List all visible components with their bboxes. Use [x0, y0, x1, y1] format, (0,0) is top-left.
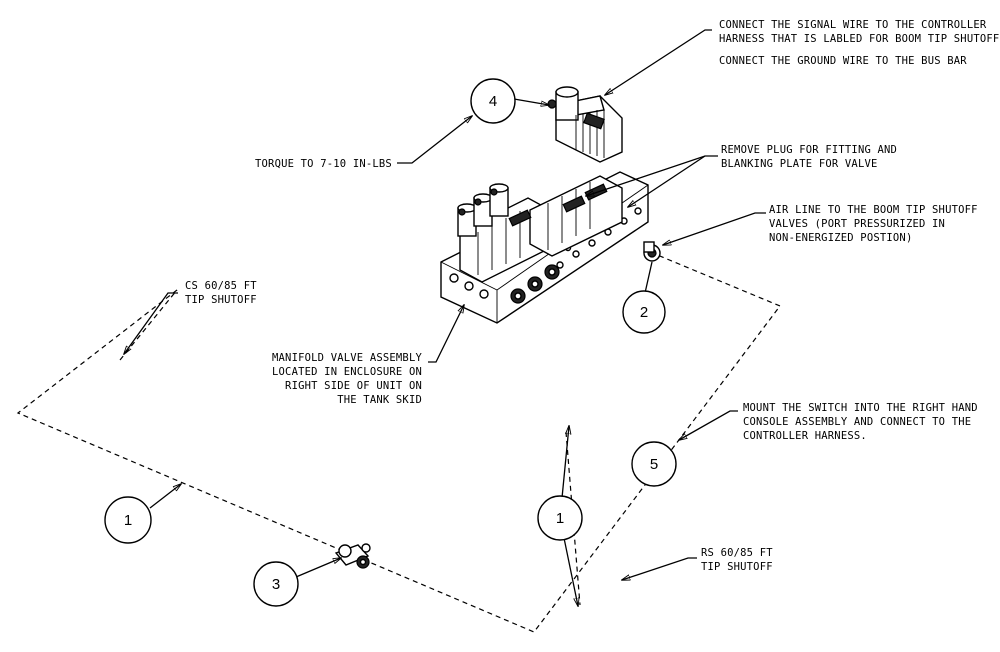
svg-text:5: 5 [650, 456, 658, 473]
svg-text:1: 1 [556, 510, 564, 527]
callout-1-left: 1 [104, 496, 152, 544]
svg-text:TIP SHUTOFF: TIP SHUTOFF [185, 294, 257, 306]
svg-text:4: 4 [489, 93, 497, 110]
svg-text:LOCATED IN ENCLOSURE ON: LOCATED IN ENCLOSURE ON [272, 366, 422, 378]
note-manifold: MANIFOLD VALVE ASSEMBLY LOCATED IN ENCLO… [272, 352, 422, 406]
leader-lines [124, 29, 766, 606]
svg-text:CONTROLLER HARNESS.: CONTROLLER HARNESS. [743, 430, 867, 442]
manifold-valve-assembly [440, 171, 649, 324]
note-signal-wire: CONNECT THE SIGNAL WIRE TO THE CONTROLLE… [719, 19, 999, 45]
tee-fitting-part [334, 543, 371, 569]
note-mount-switch: MOUNT THE SWITCH INTO THE RIGHT HAND CON… [743, 402, 978, 442]
svg-text:HARNESS THAT IS LABLED FOR BOO: HARNESS THAT IS LABLED FOR BOOM TIP SHUT… [719, 33, 999, 45]
callout-3: 3 [253, 561, 299, 607]
svg-text:AIR LINE TO THE BOOM TIP SHUTO: AIR LINE TO THE BOOM TIP SHUTOFF [769, 204, 978, 216]
svg-text:MOUNT THE SWITCH INTO THE RIGH: MOUNT THE SWITCH INTO THE RIGHT HAND [743, 402, 978, 414]
svg-text:CONNECT THE SIGNAL WIRE TO THE: CONNECT THE SIGNAL WIRE TO THE CONTROLLE… [719, 19, 987, 31]
note-air-line: AIR LINE TO THE BOOM TIP SHUTOFF VALVES … [769, 204, 978, 244]
svg-text:BLANKING PLATE FOR VALVE: BLANKING PLATE FOR VALVE [721, 158, 878, 170]
svg-text:THE TANK SKID: THE TANK SKID [337, 394, 422, 406]
svg-text:3: 3 [272, 576, 280, 593]
note-torque: TORQUE TO 7-10 IN-LBS [255, 158, 392, 170]
note-cs-tip-shutoff: CS 60/85 FT TIP SHUTOFF [185, 280, 257, 306]
svg-text:2: 2 [640, 304, 648, 321]
note-rs-tip-shutoff: RS 60/85 FT TIP SHUTOFF [701, 547, 773, 573]
callout-1-right: 1 [537, 495, 583, 541]
solenoid-valve-part [547, 86, 623, 163]
note-ground-wire: CONNECT THE GROUND WIRE TO THE BUS BAR [719, 55, 967, 67]
svg-text:CONSOLE ASSEMBLY AND CONNECT T: CONSOLE ASSEMBLY AND CONNECT TO THE [743, 416, 971, 428]
svg-text:RIGHT SIDE OF UNIT ON: RIGHT SIDE OF UNIT ON [285, 380, 422, 392]
svg-text:MANIFOLD VALVE ASSEMBLY: MANIFOLD VALVE ASSEMBLY [272, 352, 422, 364]
callout-4: 4 [470, 78, 516, 124]
callout-2: 2 [622, 290, 666, 334]
svg-text:NON-ENERGIZED POSTION): NON-ENERGIZED POSTION) [769, 232, 912, 244]
air-line-loop [16, 253, 781, 633]
svg-text:REMOVE PLUG FOR FITTING AND: REMOVE PLUG FOR FITTING AND [721, 144, 897, 156]
callout-5: 5 [631, 441, 677, 487]
svg-text:RS 60/85 FT: RS 60/85 FT [701, 547, 773, 559]
note-remove-plug: REMOVE PLUG FOR FITTING AND BLANKING PLA… [721, 144, 897, 170]
elbow-fitting-part [643, 241, 661, 262]
svg-text:VALVES (PORT PRESSURIZED IN: VALVES (PORT PRESSURIZED IN [769, 218, 945, 230]
svg-text:CS 60/85 FT: CS 60/85 FT [185, 280, 257, 292]
svg-text:TIP SHUTOFF: TIP SHUTOFF [701, 561, 773, 573]
svg-text:1: 1 [124, 512, 132, 529]
